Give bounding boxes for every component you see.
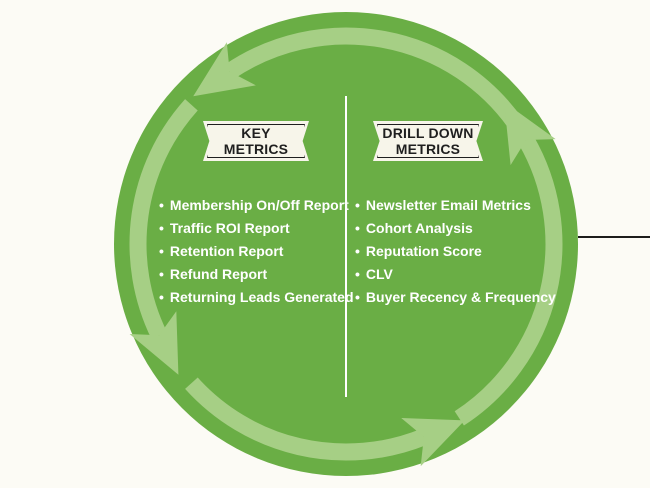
drill-down-metrics-list: Newsletter Email Metrics Cohort Analysis… [355,194,556,309]
list-item: Buyer Recency & Frequency [355,286,556,309]
list-item: Newsletter Email Metrics [355,194,556,217]
list-item: Traffic ROI Report [159,217,354,240]
drill-down-heading-line-2: METRICS [395,141,461,157]
list-item: Refund Report [159,263,354,286]
key-metrics-heading-line-2: METRICS [223,141,289,157]
drill-down-metrics-label: DRILL DOWN METRICS [373,121,483,161]
list-item: CLV [355,263,556,286]
list-item: Reputation Score [355,240,556,263]
bottom-arrow-icon [185,377,465,467]
left-arrow-icon [129,99,198,375]
list-item: Membership On/Off Report [159,194,354,217]
list-item: Returning Leads Generated [159,286,354,309]
key-metrics-label: KEY METRICS [203,121,309,161]
connector-line [578,236,650,238]
list-item: Retention Report [159,240,354,263]
list-item: Cohort Analysis [355,217,556,240]
key-metrics-list: Membership On/Off Report Traffic ROI Rep… [159,194,354,309]
key-metrics-heading-line-1: KEY [241,125,271,141]
drill-down-heading-line-1: DRILL DOWN [382,125,474,141]
top-arrow-icon [193,27,524,130]
